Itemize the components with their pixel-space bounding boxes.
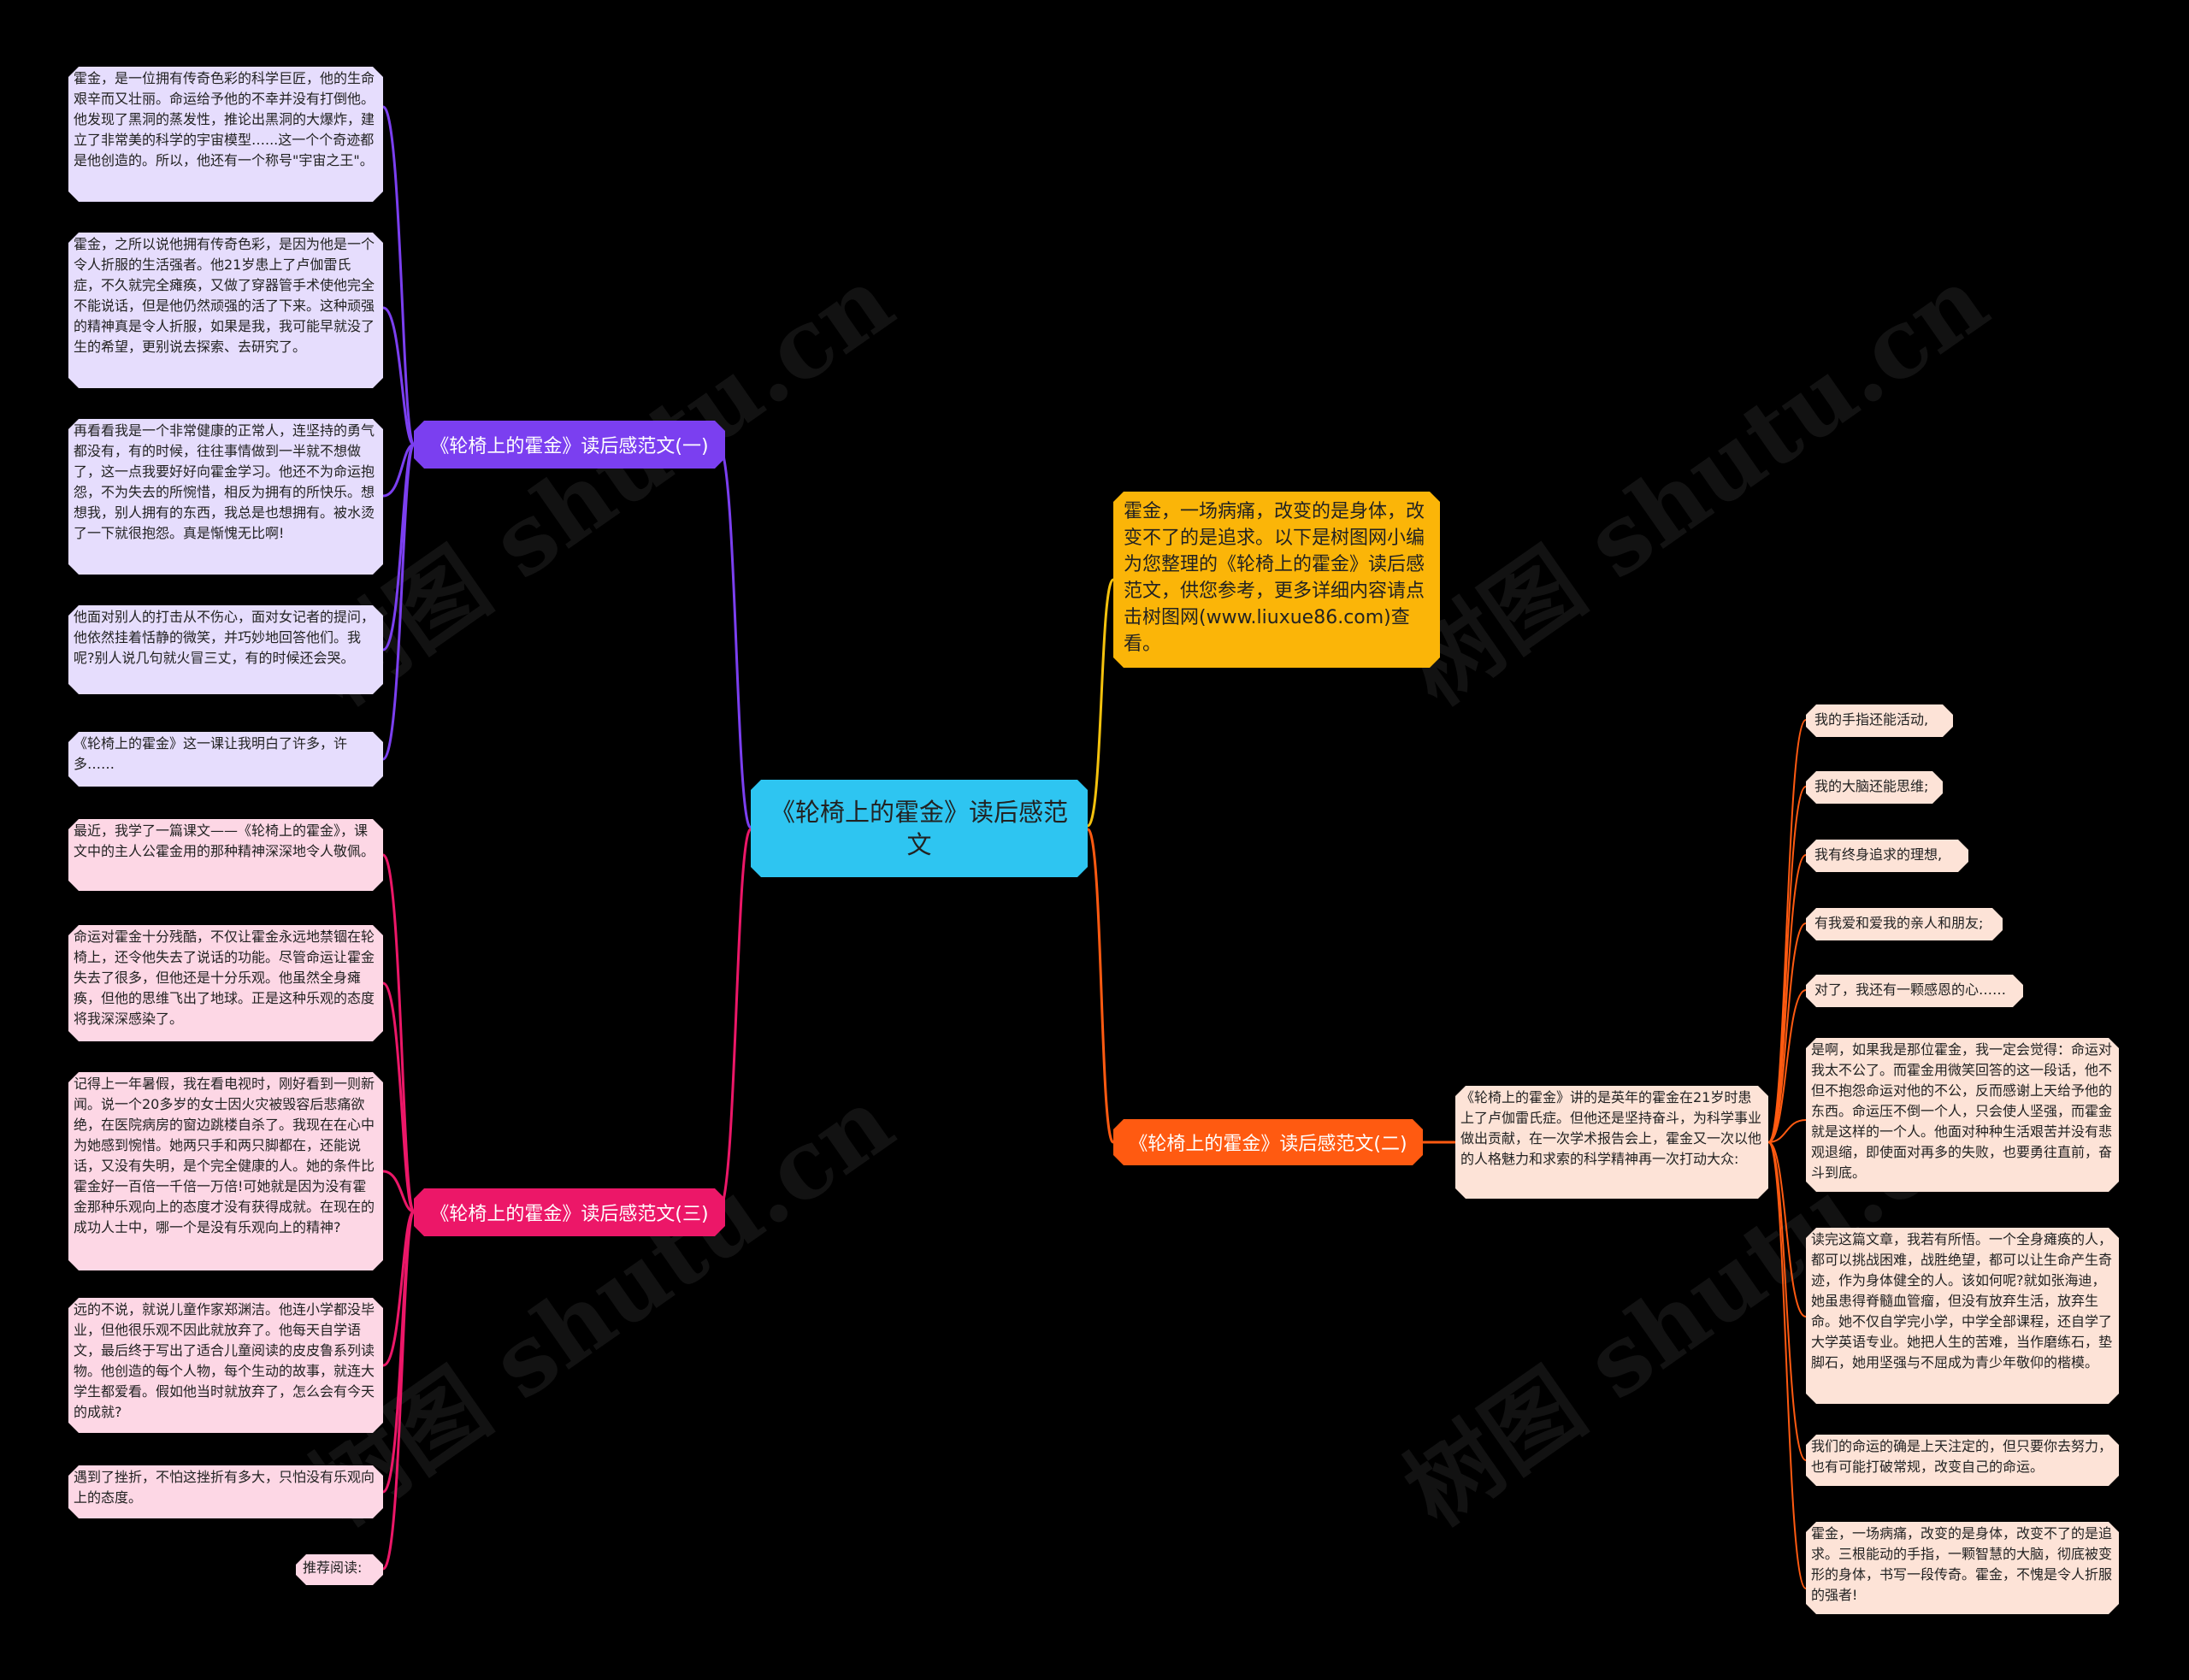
- link-root-branch3: [717, 828, 752, 1213]
- branch-two-leaf[interactable]: 对了，我还有一颗感恩的心……: [1806, 975, 2023, 1007]
- branch-one-leaf[interactable]: 霍金，是一位拥有传奇色彩的科学巨匠，他的生命艰辛而又壮丽。命运给予他的不幸并没有…: [68, 67, 383, 202]
- link-b3-leaf3: [382, 1170, 415, 1213]
- branch-two-leaf[interactable]: 我有终身追求的理想,: [1806, 840, 1968, 872]
- branch-one-leaf[interactable]: 霍金，之所以说他拥有传奇色彩，是因为他是一个令人折服的生活强者。他21岁患上了卢…: [68, 233, 383, 388]
- branch-two-summary-text: 《轮椅上的霍金》讲的是英年的霍金在21岁时患上了卢伽雷氏症。但他还是坚持奋斗，为…: [1460, 1089, 1762, 1167]
- link-sum-leaf6: [1767, 1119, 1807, 1143]
- link-root-branch2: [1086, 828, 1115, 1144]
- branch-two-label: 《轮椅上的霍金》读后感范文(二): [1129, 1134, 1407, 1155]
- link-b3-leaf6: [381, 1210, 416, 1571]
- leaf-text: 我们的命运的确是上天注定的，但只要你去努力，也有可能打破常规，改变自己的命运。: [1811, 1438, 2113, 1475]
- leaf-text: 对了，我还有一颗感恩的心……: [1814, 981, 2007, 998]
- leaf-text: 命运对霍金十分残酷，不仅让霍金永远地禁锢在轮椅上，还令他失去了说话的功能。尽管命…: [74, 928, 375, 1027]
- leaf-text: 我有终身追求的理想,: [1814, 846, 1943, 863]
- branch-one-label: 《轮椅上的霍金》读后感范文(一): [430, 436, 709, 457]
- branch-two-leaf[interactable]: 是啊，如果我是那位霍金，我一定会觉得：命运对我太不公了。而霍金用微笑回答的这一段…: [1806, 1038, 2119, 1192]
- link-root-branch1: [717, 443, 752, 829]
- link-sum-leaf4: [1767, 923, 1807, 1143]
- branch-two-leaf[interactable]: 我们的命运的确是上天注定的，但只要你去努力，也有可能打破常规，改变自己的命运。: [1806, 1435, 2119, 1486]
- leaf-text: 我的手指还能活动,: [1814, 711, 1929, 728]
- leaf-text: 最近，我学了一篇课文——《轮椅上的霍金》，课文中的主人公霍金用的那种精神深深地令…: [74, 822, 375, 859]
- branch-two-leaf[interactable]: 读完这篇文章，我若有所悟。一个全身瘫痪的人，都可以挑战困难，战胜绝望，都可以让生…: [1806, 1228, 2119, 1404]
- leaf-text: 读完这篇文章，我若有所悟。一个全身瘫痪的人，都可以挑战困难，战胜绝望，都可以让生…: [1811, 1231, 2113, 1371]
- link-sum-leaf2: [1767, 786, 1807, 1143]
- leaf-text: 霍金，一场病痛，改变的是身体，改变不了的是追求。三根能动的手指，一颗智慧的大脑，…: [1811, 1525, 2113, 1603]
- leaf-text: 我的大脑还能思维;: [1814, 778, 1929, 794]
- link-b1-leaf1: [381, 105, 416, 446]
- link-sum-leaf8: [1767, 1141, 1807, 1461]
- link-b3-leaf1: [381, 853, 416, 1213]
- leaf-text: 他面对别人的打击从不伤心，面对女记者的提问，他依然挂着恬静的微笑，并巧妙地回答他…: [74, 609, 375, 666]
- branch-three-label: 《轮椅上的霍金》读后感范文(三): [430, 1204, 709, 1225]
- link-b1-leaf5: [381, 443, 416, 761]
- branch-two-leaf[interactable]: 我的手指还能活动,: [1806, 704, 1953, 737]
- recommended-reading[interactable]: 推荐阅读:: [296, 1554, 383, 1585]
- leaf-text: 记得上一年暑假，我在看电视时，刚好看到一则新闻。说一个20多岁的女士因火灾被毁容…: [74, 1076, 375, 1235]
- link-sum-leaf7: [1767, 1141, 1807, 1317]
- leaf-text: 有我爱和爱我的亲人和朋友;: [1814, 915, 1984, 931]
- leaf-text: 《轮椅上的霍金》这一课让我明白了许多，许多……: [74, 735, 348, 772]
- intro-node[interactable]: 霍金，一场病痛，改变的是身体，改变不了的是追求。以下是树图网小编为您整理的《轮椅…: [1113, 492, 1440, 668]
- link-b1-leaf2: [382, 306, 416, 446]
- leaf-text: 推荐阅读:: [303, 1559, 363, 1576]
- intro-text: 霍金，一场病痛，改变的是身体，改变不了的是追求。以下是树图网小编为您整理的《轮椅…: [1124, 501, 1425, 655]
- branch-three-leaf[interactable]: 命运对霍金十分残酷，不仅让霍金永远地禁锢在轮椅上，还令他失去了说话的功能。尽管命…: [68, 925, 383, 1041]
- branch-two-leaf[interactable]: 霍金，一场病痛，改变的是身体，改变不了的是追求。三根能动的手指，一颗智慧的大脑，…: [1806, 1522, 2119, 1614]
- branch-three-leaf[interactable]: 最近，我学了一篇课文——《轮椅上的霍金》，课文中的主人公霍金用的那种精神深深地令…: [68, 819, 383, 891]
- leaf-text: 再看看我是一个非常健康的正常人，连坚持的勇气都没有，有的时候，往往事情做到一半就…: [74, 422, 375, 541]
- branch-one-node[interactable]: 《轮椅上的霍金》读后感范文(一): [414, 421, 725, 469]
- branch-three-node[interactable]: 《轮椅上的霍金》读后感范文(三): [414, 1188, 725, 1236]
- link-sum-leaf5: [1767, 989, 1807, 1143]
- branch-two-node[interactable]: 《轮椅上的霍金》读后感范文(二): [1113, 1119, 1423, 1165]
- branch-one-leaf[interactable]: 再看看我是一个非常健康的正常人，连坚持的勇气都没有，有的时候，往往事情做到一半就…: [68, 419, 383, 575]
- branch-two-leaf[interactable]: 有我爱和爱我的亲人和朋友;: [1806, 908, 2003, 940]
- branch-two-summary[interactable]: 《轮椅上的霍金》讲的是英年的霍金在21岁时患上了卢伽雷氏症。但他还是坚持奋斗，为…: [1455, 1086, 1768, 1199]
- leaf-text: 霍金，之所以说他拥有传奇色彩，是因为他是一个令人折服的生活强者。他21岁患上了卢…: [74, 236, 375, 355]
- branch-one-leaf[interactable]: 他面对别人的打击从不伤心，面对女记者的提问，他依然挂着恬静的微笑，并巧妙地回答他…: [68, 605, 383, 694]
- root-node[interactable]: 《轮椅上的霍金》读后感范文: [751, 780, 1088, 877]
- link-sum-leaf3: [1767, 854, 1807, 1143]
- root-label: 《轮椅上的霍金》读后感范文: [770, 798, 1068, 859]
- branch-three-leaf[interactable]: 远的不说，就说儿童作家郑渊洁。他连小学都没毕业，但他很乐观不因此就放弃了。他每天…: [68, 1298, 383, 1433]
- leaf-text: 是啊，如果我是那位霍金，我一定会觉得：命运对我太不公了。而霍金用微笑回答的这一段…: [1811, 1041, 2113, 1181]
- leaf-text: 遇到了挫折，不怕这挫折有多大，只怕没有乐观向上的态度。: [74, 1469, 375, 1506]
- link-b3-leaf2: [382, 981, 416, 1213]
- branch-one-leaf[interactable]: 《轮椅上的霍金》这一课让我明白了许多，许多……: [68, 732, 383, 787]
- leaf-text: 远的不说，就说儿童作家郑渊洁。他连小学都没毕业，但他很乐观不因此就放弃了。他每天…: [74, 1301, 375, 1420]
- branch-three-leaf[interactable]: 记得上一年暑假，我在看电视时，刚好看到一则新闻。说一个20多岁的女士因火灾被毁容…: [68, 1072, 383, 1270]
- link-root-intro: [1086, 578, 1115, 828]
- link-b1-leaf3: [382, 443, 415, 498]
- branch-three-leaf[interactable]: 遇到了挫折，不怕这挫折有多大，只怕没有乐观向上的态度。: [68, 1465, 383, 1518]
- leaf-text: 霍金，是一位拥有传奇色彩的科学巨匠，他的生命艰辛而又壮丽。命运给予他的不幸并没有…: [74, 70, 375, 168]
- link-sum-leaf9: [1767, 1141, 1807, 1589]
- branch-two-leaf[interactable]: 我的大脑还能思维;: [1806, 771, 1943, 804]
